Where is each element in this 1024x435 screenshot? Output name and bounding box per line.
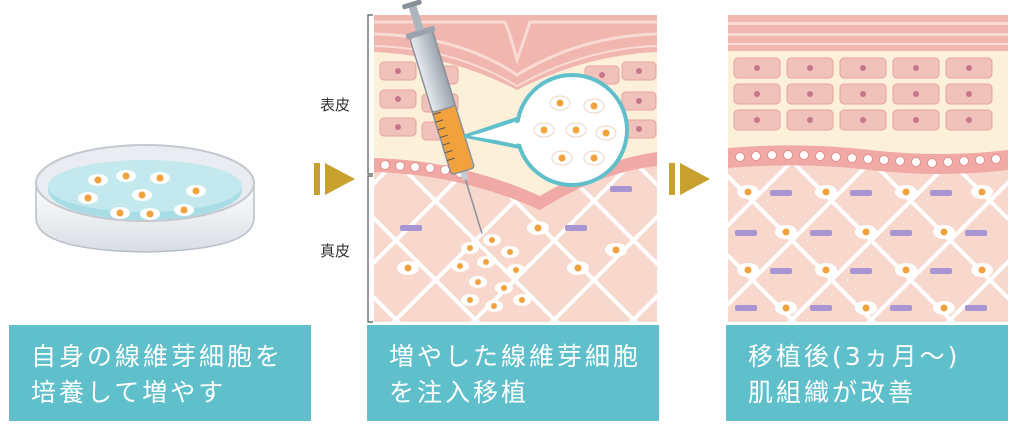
layer-bracket (367, 14, 373, 323)
step3-caption: 移植後(3ヵ月〜) 肌組織が改善 (726, 325, 1008, 421)
step3-line2: 肌組織が改善 (748, 378, 917, 407)
petri-dish-icon (35, 144, 255, 253)
step3-line1: 移植後(3ヵ月〜) (748, 342, 961, 371)
step2-line1: 増やした線維芽細胞 (389, 342, 642, 371)
epidermis-label: 表皮 (320, 96, 351, 114)
skin-section-after (728, 15, 1008, 322)
step1-line2: 培養して増やす (31, 378, 227, 407)
step1-caption: 自身の線維芽細胞を 培養して増やす (9, 325, 311, 421)
arrow-right-icon (314, 163, 355, 195)
step1-line1: 自身の線維芽細胞を (31, 342, 284, 371)
syringe-icon (402, 0, 483, 234)
magnifier-bubble-icon (464, 73, 629, 187)
arrow-right-icon (669, 163, 710, 195)
step2-line2: を注入移植 (389, 378, 530, 407)
dermis-label: 真皮 (320, 242, 351, 260)
cultured-cells (78, 170, 206, 220)
injected-cells (451, 234, 531, 312)
step2-caption: 増やした線維芽細胞 を注入移植 (367, 325, 659, 421)
